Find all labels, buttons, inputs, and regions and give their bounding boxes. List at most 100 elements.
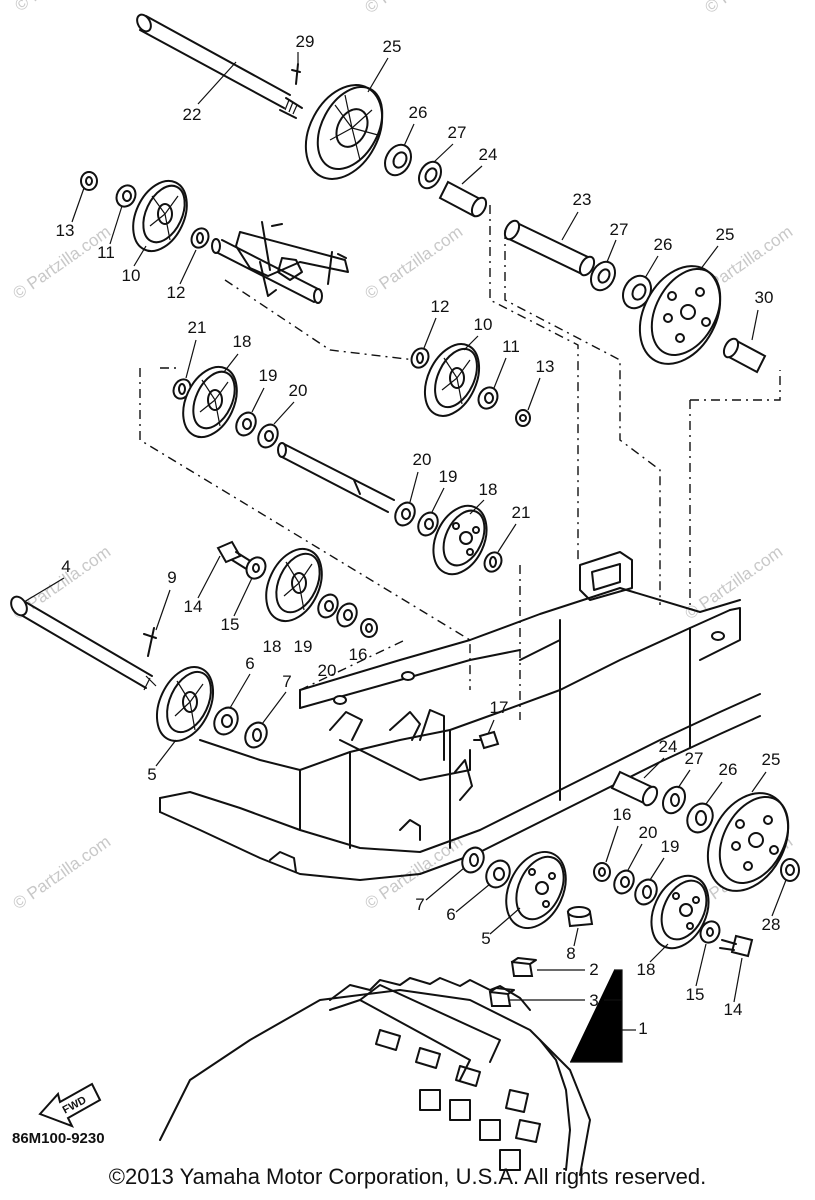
- part-label-8: 8: [566, 944, 575, 963]
- bracket-1-2-3: [510, 969, 636, 1063]
- pin-29: [291, 63, 301, 85]
- part-label-19: 19: [259, 366, 278, 385]
- part-label-27: 27: [685, 749, 704, 768]
- watermark: © Partzilla.com: [11, 0, 116, 15]
- wheel-5-left: [155, 666, 215, 742]
- part-label-12: 12: [431, 297, 450, 316]
- collar-20-lower: [336, 602, 358, 628]
- part-label-5: 5: [481, 929, 490, 948]
- part-label-7: 7: [282, 672, 291, 691]
- part-label-27: 27: [448, 123, 467, 142]
- watermark: © Partzilla.com: [701, 0, 806, 17]
- part-label-3: 3: [589, 991, 598, 1010]
- part-label-20: 20: [289, 381, 308, 400]
- shaft-22: [136, 13, 303, 119]
- part-label-20: 20: [413, 450, 432, 469]
- part-label-24: 24: [659, 737, 678, 756]
- part-label-18: 18: [479, 480, 498, 499]
- collar-7-right: [461, 846, 485, 874]
- clip-3: [488, 987, 515, 1007]
- part-label-17: 17: [490, 698, 509, 717]
- bolt-14-right: [719, 934, 754, 958]
- wheel-5-right: [505, 850, 567, 930]
- right-slide-rail: [299, 587, 741, 761]
- spacer-8: [566, 906, 594, 928]
- washer-15-right: [699, 920, 721, 944]
- part-label-29: 29: [296, 32, 315, 51]
- part-label-24: 24: [479, 145, 498, 164]
- part-label-19: 19: [439, 467, 458, 486]
- part-label-26: 26: [409, 103, 428, 122]
- part-label-18: 18: [233, 332, 252, 351]
- nut-16-lower: [360, 618, 378, 638]
- collar-27-top: [417, 160, 443, 190]
- left-slide-rail: [159, 551, 761, 881]
- part-label-9: 9: [167, 568, 176, 587]
- bearing-11-left: [115, 184, 137, 208]
- middle-shaft: [277, 442, 395, 513]
- part-label-22: 22: [183, 105, 202, 124]
- track-1: [159, 977, 591, 1176]
- nut-13-right: [515, 409, 531, 427]
- part-label-26: 26: [654, 235, 673, 254]
- wheel-18-lower: [265, 547, 323, 623]
- part-label-25: 25: [383, 37, 402, 56]
- bolt-14-upper: [216, 540, 253, 571]
- assembly-lines: [139, 205, 781, 720]
- axle-4: [10, 595, 157, 691]
- part-label-25: 25: [762, 750, 781, 769]
- bearing-11-right: [477, 386, 499, 410]
- part-label-20: 20: [639, 823, 658, 842]
- sleeve-23: [503, 219, 596, 277]
- wheel-18-mid: [432, 504, 488, 576]
- sleeve-24-top: [438, 180, 488, 218]
- part-label-12: 12: [167, 283, 186, 302]
- part-label-5: 5: [147, 765, 156, 784]
- bolt-17: [473, 730, 500, 750]
- part-label-13: 13: [56, 221, 75, 240]
- part-label-14: 14: [184, 597, 203, 616]
- collar-12-left: [190, 227, 210, 249]
- bearing-6-right: [485, 859, 511, 889]
- part-label-19: 19: [294, 637, 313, 656]
- collar-7-left: [244, 721, 268, 749]
- part-label-30: 30: [755, 288, 774, 307]
- wheel-25-top: [304, 84, 384, 180]
- part-label-10: 10: [122, 266, 141, 285]
- bearing-6-left: [213, 706, 239, 736]
- part-label-6: 6: [446, 905, 455, 924]
- part-label-10: 10: [474, 315, 493, 334]
- collar-20-left: [257, 423, 279, 449]
- bearing-19-left: [235, 411, 257, 437]
- part-number-labels: 29 25 22 26 27 24 13 11 10 12 23 27 26 25 30 12 10 11 13 2 1…: [56, 32, 781, 1038]
- bearing-26-lower: [686, 802, 714, 834]
- part-label-27: 27: [610, 220, 629, 239]
- sleeve-24-lower: [610, 770, 659, 807]
- copyright-notice: ©2013 Yamaha Motor Corporation, U.S.A. A…: [108, 1164, 707, 1189]
- watermark: © Partzilla.com: [9, 832, 114, 913]
- nut-16-right: [593, 862, 611, 882]
- leader-lines: [23, 52, 787, 1003]
- part-label-11: 11: [502, 337, 520, 356]
- fwd-arrow-icon: FWD: [38, 1082, 102, 1128]
- collar-20-mid: [394, 501, 416, 527]
- part-label-14: 14: [724, 1000, 743, 1019]
- collar-20-right: [613, 869, 635, 895]
- clip-2: [510, 957, 537, 977]
- part-label-11: 11: [97, 243, 115, 262]
- part-label-28: 28: [762, 915, 781, 934]
- bearing-19-lower: [317, 593, 339, 619]
- part-label-18: 18: [637, 960, 656, 979]
- wheel-18-left: [182, 365, 238, 439]
- part-label-18: 18: [263, 637, 282, 656]
- collar-21-mid: [483, 551, 503, 573]
- part-label-23: 23: [573, 190, 592, 209]
- part-label-7: 7: [415, 895, 424, 914]
- watermark: © Partzilla.com: [361, 222, 466, 303]
- bearing-19-mid: [417, 511, 439, 537]
- collar-27-right: [590, 260, 616, 292]
- reference-code: 86M100-9230: [12, 1130, 105, 1147]
- part-label-16: 16: [349, 645, 368, 664]
- part-label-13: 13: [536, 357, 555, 376]
- part-label-2: 2: [589, 960, 598, 979]
